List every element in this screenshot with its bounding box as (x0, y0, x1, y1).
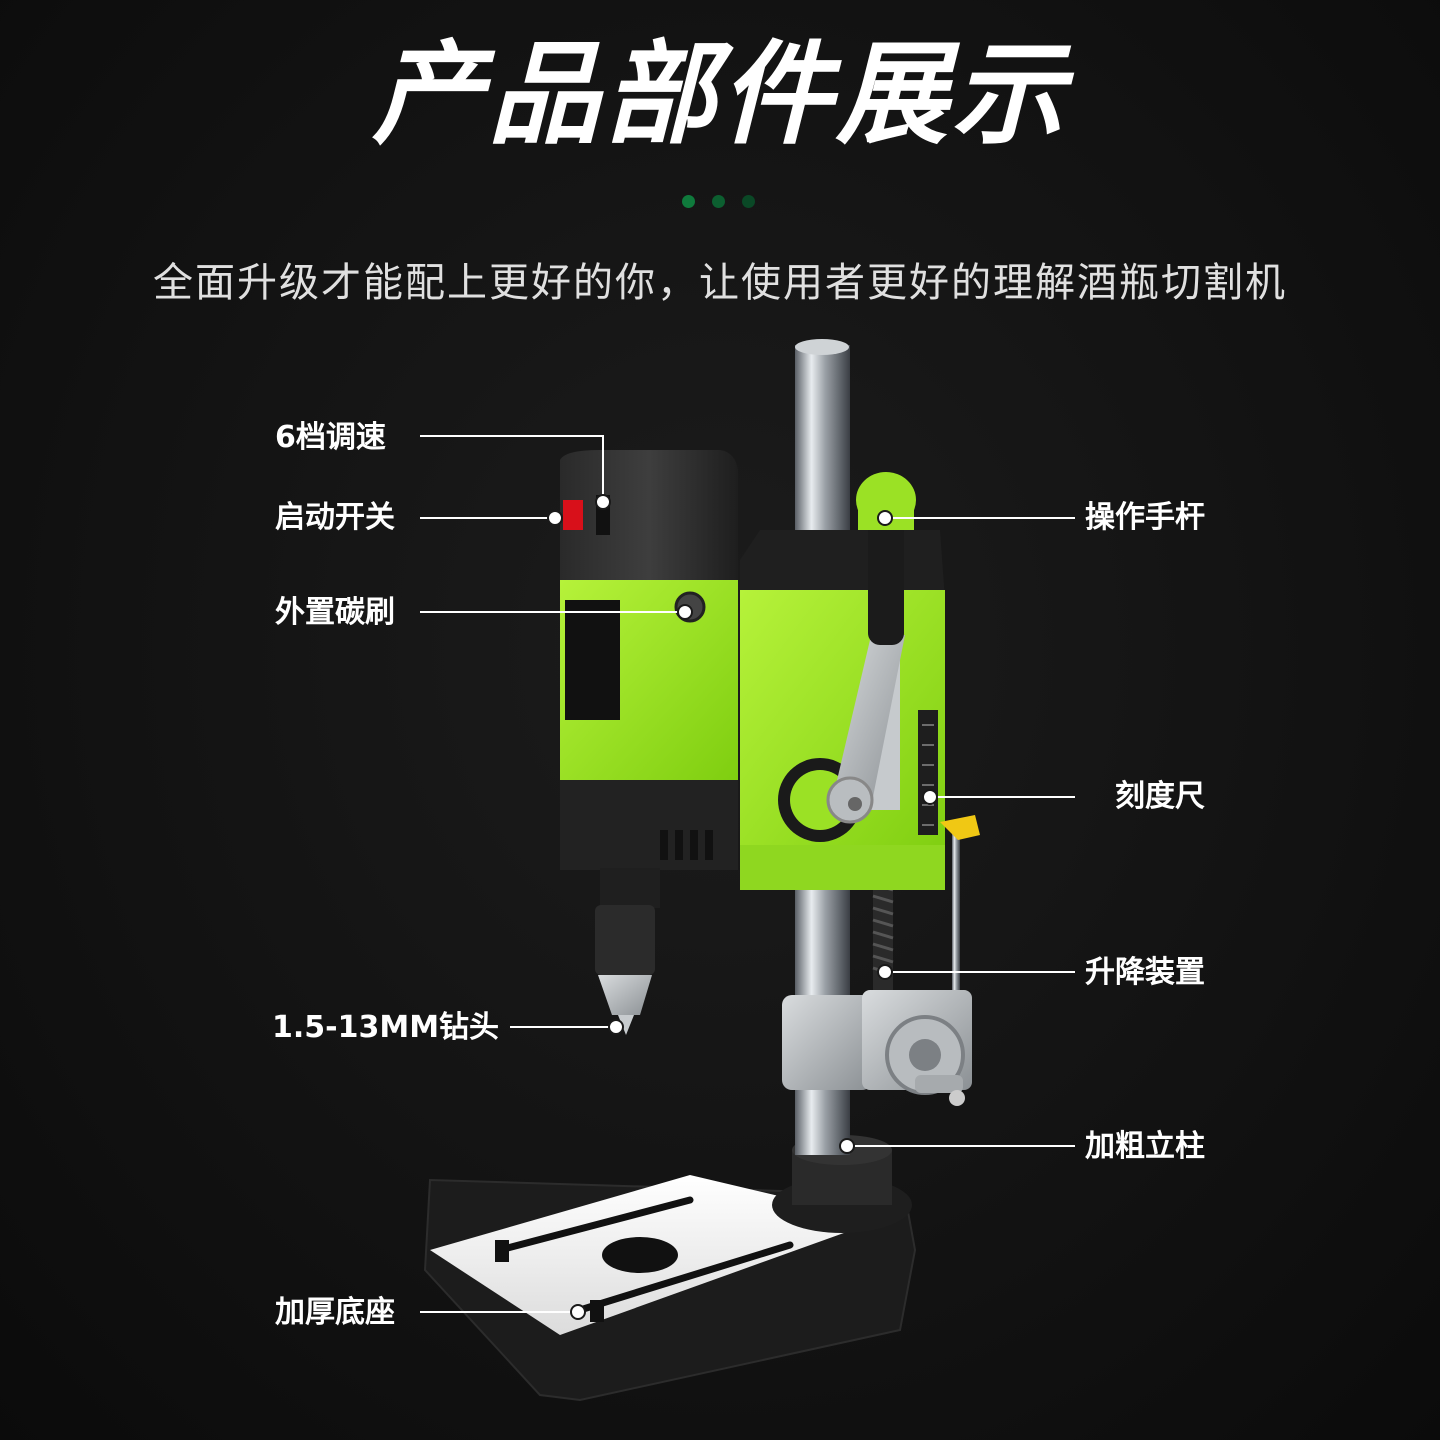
label-speed: 6档调速 (275, 420, 386, 455)
head-housing (740, 530, 945, 890)
motor-body (560, 450, 738, 870)
label-lever: 操作手杆 (1085, 500, 1205, 535)
base (423, 1175, 917, 1402)
label-lift: 升降装置 (1085, 955, 1205, 990)
column-clamp (782, 990, 972, 1106)
label-scale: 刻度尺 (1115, 779, 1205, 814)
operating-lever (826, 472, 916, 824)
subtitle: 全面升级才能配上更好的你，让使用者更好的理解酒瓶切割机 (153, 260, 1287, 306)
chuck (595, 868, 660, 1035)
pagination-dots (682, 195, 762, 211)
page-title: 产品部件展示 (372, 30, 1068, 160)
label-bit: 1.5-13MM钻头 (272, 1010, 500, 1045)
label-base: 加厚底座 (275, 1295, 395, 1330)
label-column: 加粗立柱 (1085, 1129, 1205, 1164)
dot-2 (712, 195, 725, 208)
dot-3 (742, 195, 755, 208)
label-brush: 外置碳刷 (275, 595, 395, 630)
label-switch: 启动开关 (275, 500, 395, 535)
dot-1 (682, 195, 695, 208)
